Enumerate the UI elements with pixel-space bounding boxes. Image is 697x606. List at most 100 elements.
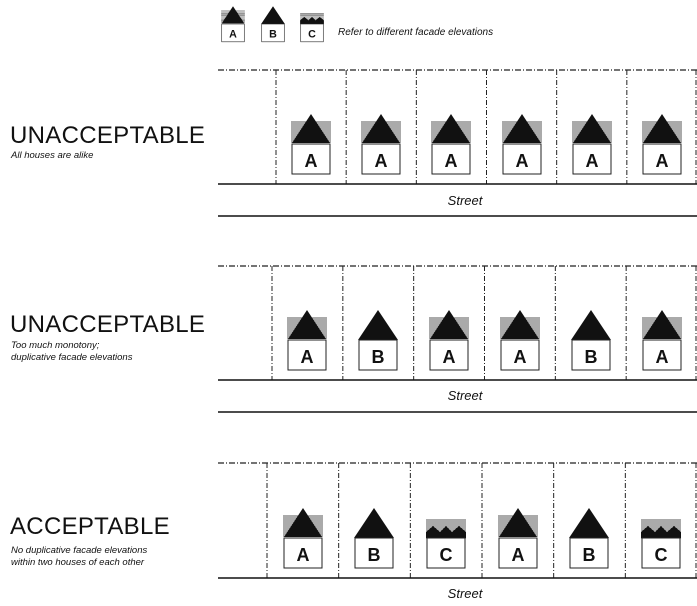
lot: B — [339, 463, 411, 578]
rating-label: UNACCEPTABLE — [10, 122, 206, 149]
house-icon-a: A — [282, 508, 323, 569]
lot: A — [627, 70, 697, 184]
house-body — [641, 537, 681, 569]
roof — [572, 114, 611, 143]
facade-letter: A — [443, 347, 456, 367]
roof — [288, 310, 327, 339]
roof — [641, 526, 682, 538]
house: A — [290, 112, 332, 176]
house: B — [570, 308, 612, 372]
lot: A — [485, 266, 556, 380]
legend-description: Refer to different facade elevations — [338, 27, 494, 38]
facade-letter: A — [515, 151, 528, 171]
lot: A — [416, 70, 486, 184]
facade-letter: A — [296, 545, 309, 565]
house: B — [353, 506, 395, 570]
facade-letter: B — [372, 347, 385, 367]
roof — [569, 508, 610, 538]
house-body — [429, 339, 469, 371]
house-body — [498, 537, 538, 569]
rating-description: All houses are alike — [11, 150, 93, 162]
street-label: Street — [447, 388, 483, 403]
street-label: Street — [447, 586, 483, 601]
facade-letter: A — [513, 347, 526, 367]
facade-letter: A — [375, 151, 388, 171]
house-icon-b: B — [358, 310, 399, 371]
roof — [283, 508, 322, 537]
house-icon-a: A — [497, 508, 538, 569]
facade-letter: A — [511, 545, 524, 565]
house-icon-c: C — [641, 519, 682, 569]
house-icon-a: A — [221, 6, 245, 43]
lot: A — [276, 70, 346, 184]
house: B — [357, 308, 399, 372]
house-body — [642, 339, 682, 371]
description-line: within two houses of each other — [11, 556, 145, 568]
house: A — [641, 112, 683, 176]
house-icon-a: A — [431, 114, 472, 175]
house-icon-a: A — [499, 310, 540, 371]
house: C — [425, 506, 467, 570]
house-icon-a: A — [361, 114, 402, 175]
facade-letter: A — [301, 347, 314, 367]
description-line: duplicative facade elevations — [11, 351, 133, 363]
house-body — [500, 339, 540, 371]
facade-letter: A — [445, 151, 458, 171]
legend-house-c: C — [297, 5, 327, 43]
facade-letter: B — [269, 29, 277, 41]
facade-letter: B — [583, 545, 596, 565]
roof — [292, 114, 331, 143]
facade-letter: A — [655, 347, 668, 367]
house-body — [221, 23, 245, 43]
house-body — [261, 23, 285, 43]
roof — [261, 6, 285, 24]
roof — [300, 16, 324, 24]
lot: A — [272, 266, 343, 380]
house: A — [282, 506, 324, 570]
lot: A — [414, 266, 485, 380]
lot: A — [267, 463, 339, 578]
house-body — [502, 143, 542, 175]
house-icon-b: B — [569, 508, 610, 569]
roof — [570, 310, 611, 340]
facade-letter: C — [308, 29, 316, 41]
rating-description: Too much monotony; duplicative facade el… — [11, 340, 132, 364]
house-body — [291, 143, 331, 175]
lot: A — [487, 70, 557, 184]
house-body — [287, 339, 327, 371]
house: A — [428, 308, 470, 372]
facade-letter: C — [655, 545, 668, 565]
facade-letter: A — [585, 151, 598, 171]
roof — [432, 114, 471, 143]
roof — [354, 508, 395, 538]
rating-description: No duplicative facade elevations within … — [11, 545, 147, 569]
house-body — [283, 537, 323, 569]
roof — [426, 526, 467, 538]
rating-label: UNACCEPTABLE — [10, 311, 206, 338]
facade-letter: B — [584, 347, 597, 367]
lot: A — [346, 70, 416, 184]
roof — [430, 310, 469, 339]
lot: A — [557, 70, 627, 184]
house-body — [572, 143, 612, 175]
house-body — [354, 537, 394, 569]
house: A — [497, 506, 539, 570]
house-icon-a: A — [501, 114, 542, 175]
house: A — [641, 308, 683, 372]
house: A — [430, 112, 472, 176]
lot: B — [555, 266, 626, 380]
house-body — [426, 537, 466, 569]
lot: B — [554, 463, 626, 578]
house-body — [571, 339, 611, 371]
house-icon-a: A — [291, 114, 332, 175]
house-icon-b: B — [354, 508, 395, 569]
house-icon-a: A — [571, 114, 612, 175]
house-icon-a: A — [429, 310, 470, 371]
house-body — [361, 143, 401, 175]
rating-label: ACCEPTABLE — [10, 513, 170, 540]
house-icon-b: B — [261, 6, 285, 43]
roof — [358, 310, 399, 340]
roof — [500, 310, 539, 339]
